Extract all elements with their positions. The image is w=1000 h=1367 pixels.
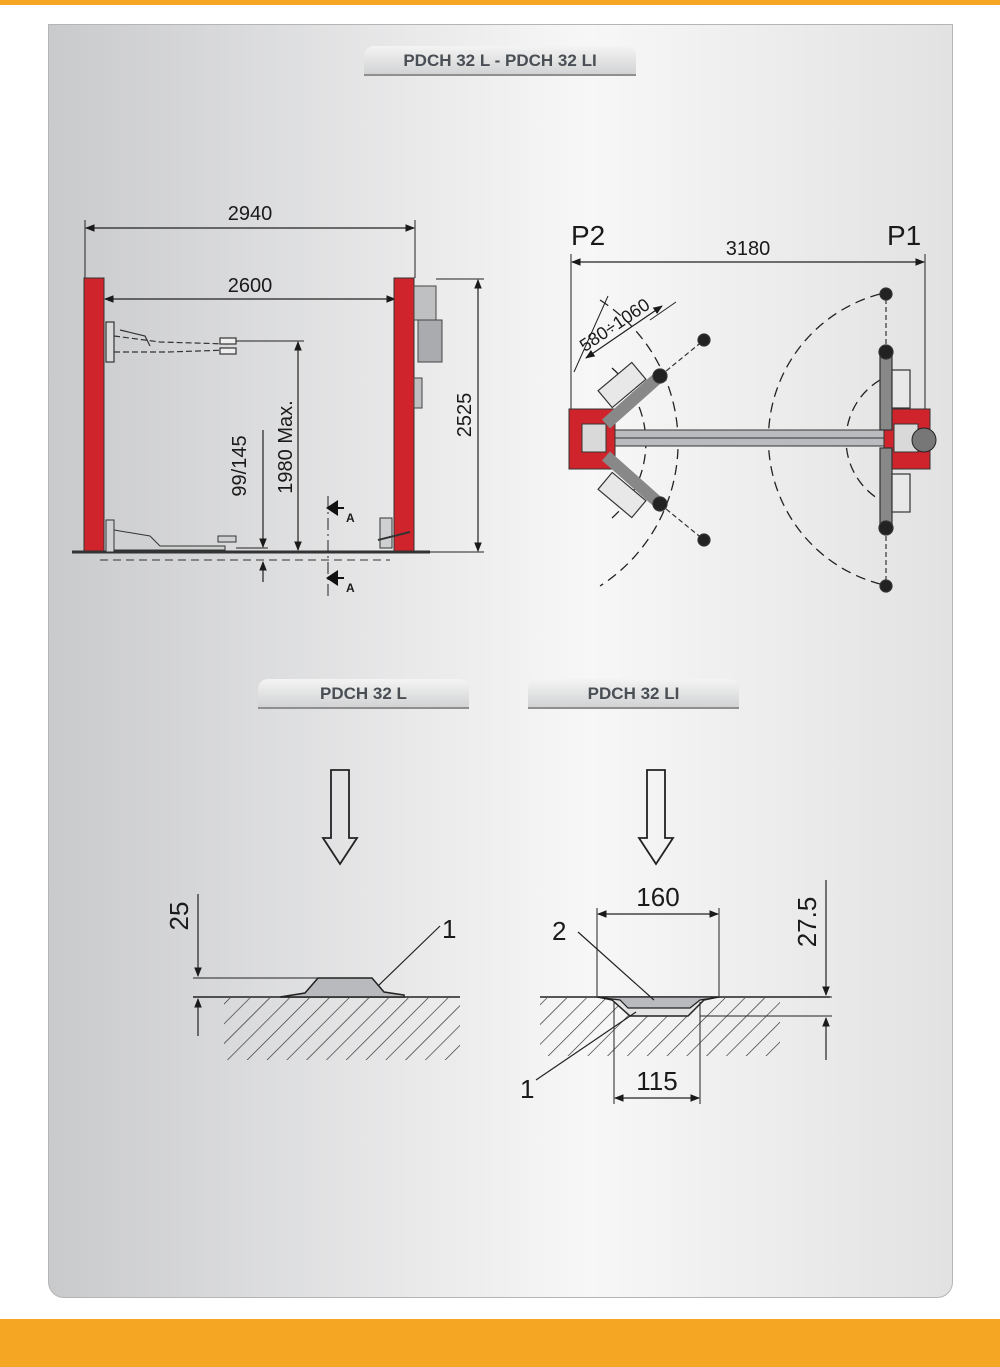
top-view: P2 P1 3180 xyxy=(568,220,937,593)
arms-p2 xyxy=(597,333,711,547)
dim-top-width: 160 xyxy=(636,882,679,912)
bottom-accent-bar xyxy=(0,1319,1000,1367)
section-marker-top: A xyxy=(346,511,355,525)
section-marker-bottom: A xyxy=(346,581,355,595)
callout-1-l: 1 xyxy=(442,914,456,944)
callout-1-li: 1 xyxy=(520,1074,534,1104)
column-label-p1: P1 xyxy=(887,220,921,251)
direction-arrow-li xyxy=(637,769,675,866)
section-li-detail: 160 115 27.5 2 1 xyxy=(520,769,832,1104)
column-left xyxy=(83,277,105,553)
dim-outer-width: 2940 xyxy=(228,203,273,225)
direction-arrow-l xyxy=(321,769,359,866)
cover-plate-l xyxy=(279,977,405,998)
dim-plate-height-l: 25 xyxy=(164,902,194,931)
arms-p1 xyxy=(878,287,911,593)
motor-unit xyxy=(413,285,443,409)
section-arrow-bottom xyxy=(326,570,338,586)
dim-height: 2525 xyxy=(454,393,476,438)
dim-center-distance: 3180 xyxy=(726,238,771,260)
top-accent-bar xyxy=(0,0,1000,5)
tab-section-li: PDCH 32 LI xyxy=(528,679,739,709)
section-arrow-top xyxy=(326,500,338,516)
ground-hatch-l xyxy=(224,998,460,1060)
drawing-panel xyxy=(48,24,953,1298)
lowered-arm xyxy=(105,517,411,553)
dim-bottom-width: 115 xyxy=(636,1066,677,1096)
column-right xyxy=(393,277,415,553)
dim-line-arm-reach xyxy=(585,305,663,359)
header-title-tab: PDCH 32 L - PDCH 32 LI xyxy=(364,46,636,76)
dim-inner-width: 2600 xyxy=(228,275,273,297)
motor-top-view xyxy=(911,427,937,453)
lifted-arm xyxy=(105,321,237,363)
front-view: 2940 2600 xyxy=(72,203,484,600)
callout-2-li: 2 xyxy=(552,916,566,946)
dim-arm-reach: 580÷1060 xyxy=(576,294,653,355)
section-l-detail: 25 1 xyxy=(164,769,460,1060)
dim-min-height: 99/145 xyxy=(229,435,251,496)
tab-section-l: PDCH 32 L xyxy=(258,679,469,709)
dim-lift-height: 1980 Max. xyxy=(275,400,297,493)
column-label-p2: P2 xyxy=(571,220,605,251)
dim-channel-depth-li: 27.5 xyxy=(792,897,822,948)
